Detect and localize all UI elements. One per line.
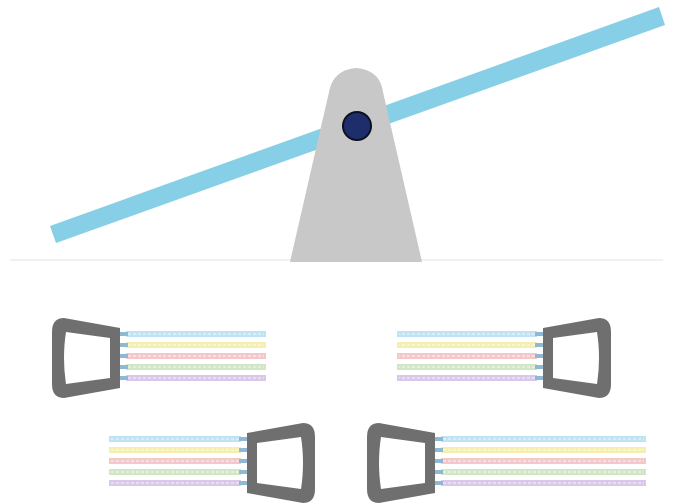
band-clip [120, 354, 128, 358]
handle-grip-icon [367, 423, 435, 503]
expander-top-left [52, 318, 266, 398]
band-clip [239, 459, 247, 463]
handle-grip-icon [52, 318, 120, 398]
band-clip [239, 437, 247, 441]
seesaw [50, 7, 665, 262]
band-clip [239, 481, 247, 485]
band-clip [120, 332, 128, 336]
band-clip [239, 448, 247, 452]
band-clip [535, 365, 543, 369]
band-clip [435, 437, 443, 441]
band-clip [435, 459, 443, 463]
band-clip [435, 448, 443, 452]
band-clip [535, 343, 543, 347]
expander-bottom-right [367, 423, 646, 503]
pivot-bolt [343, 112, 371, 140]
band-clip [535, 332, 543, 336]
band-clip [435, 470, 443, 474]
expander-top-right [397, 318, 611, 398]
seesaw-fulcrum [290, 68, 422, 262]
band-clip [120, 376, 128, 380]
band-clip [120, 343, 128, 347]
band-clip [535, 354, 543, 358]
band-clip [239, 470, 247, 474]
band-clip [535, 376, 543, 380]
expander-bottom-left [109, 423, 315, 503]
handle-grip-icon [247, 423, 315, 503]
handle-grip-icon [543, 318, 611, 398]
band-clip [435, 481, 443, 485]
band-clip [120, 365, 128, 369]
